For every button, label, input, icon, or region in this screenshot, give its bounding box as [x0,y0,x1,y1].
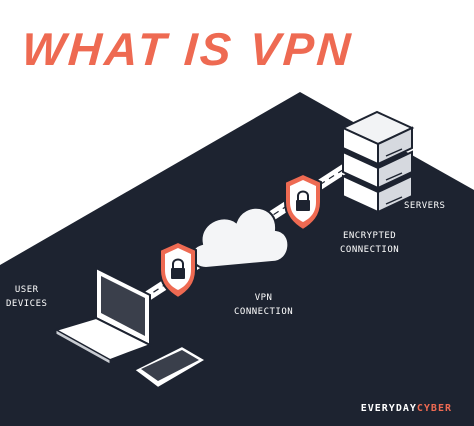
phone-icon [132,344,208,390]
vpn-connection-label-line: VPN [254,293,273,303]
user-devices-label-line: DEVICES [6,298,48,309]
cloud-icon [191,206,290,270]
lock-shield-icon [159,240,197,300]
servers-label: SERVERS [404,200,445,214]
lock-shield-icon [284,172,322,232]
brand-logo-part: EVERYDAY [360,403,417,414]
server-stack-icon [340,110,415,214]
user-devices-label-line: USER [14,285,39,295]
laptop-icon [53,266,153,365]
servers-label-line: SERVERS [404,201,446,211]
user-devices-label: USER DEVICES [6,284,47,312]
brand-logo: EVERYDAYCYBER [361,403,452,414]
page-title: WHAT IS VPN [20,23,355,75]
vpn-connection-label: VPN CONNECTION [234,292,293,320]
encrypted-connection-label: ENCRYPTED CONNECTION [340,230,399,258]
brand-logo-accent: CYBER [416,403,452,414]
encrypted-connection-label-line: ENCRYPTED [342,231,397,241]
vpn-connection-label-line: CONNECTION [234,306,294,317]
encrypted-connection-label-line: CONNECTION [340,244,400,255]
